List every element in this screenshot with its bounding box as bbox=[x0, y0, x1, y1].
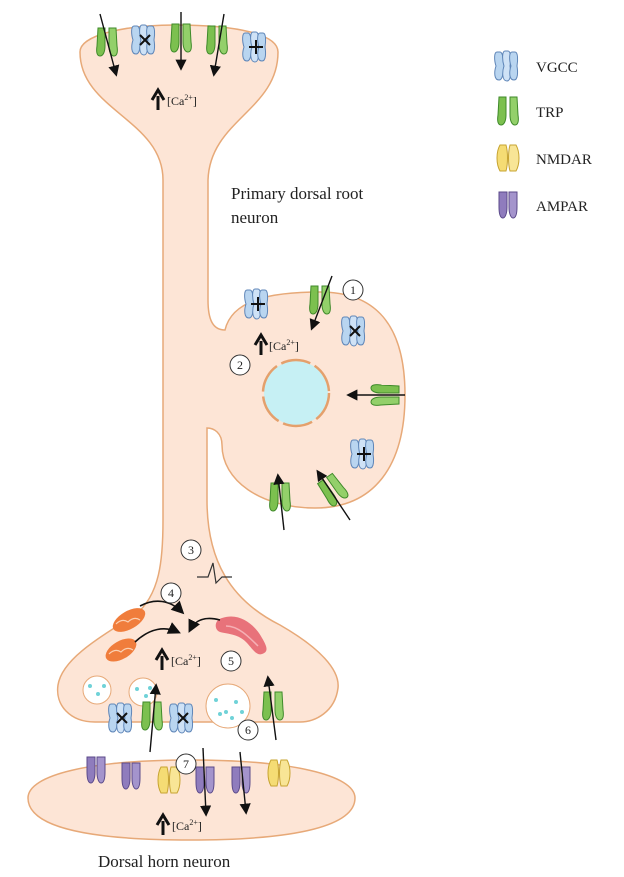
svg-text:[Ca2+]: [Ca2+] bbox=[172, 818, 202, 833]
step-marker-4: 4 bbox=[160, 582, 182, 604]
svg-text:6: 6 bbox=[245, 723, 251, 737]
release-arrows bbox=[134, 600, 221, 643]
svg-text:1: 1 bbox=[350, 283, 356, 297]
step-marker-7: 7 bbox=[175, 753, 197, 775]
action-potential-spike bbox=[197, 562, 232, 585]
svg-text:[Ca2+]: [Ca2+] bbox=[171, 653, 201, 668]
svg-text:7: 7 bbox=[183, 757, 189, 771]
primary-neuron-body bbox=[56, 24, 406, 723]
svg-text:4: 4 bbox=[168, 586, 174, 600]
trp-channel-icon bbox=[497, 96, 519, 126]
primary-neuron-label-line2: neuron bbox=[231, 208, 279, 227]
calcium-rise-dorsal-horn: [Ca2+] bbox=[155, 812, 202, 835]
svg-text:[Ca2+]: [Ca2+] bbox=[167, 93, 197, 108]
legend: VGCC TRP NMDAR AMPAR bbox=[494, 50, 592, 219]
svg-text:3: 3 bbox=[188, 543, 194, 557]
vgcc-channel bbox=[131, 24, 156, 56]
nucleus bbox=[261, 358, 331, 428]
calcium-rise-soma: [Ca2+] bbox=[253, 332, 299, 355]
nmdar-receptor-icon bbox=[496, 144, 520, 172]
step-marker-6: 6 bbox=[237, 719, 259, 741]
legend-label-nmdar: NMDAR bbox=[536, 152, 592, 168]
legend-label-ampar: AMPAR bbox=[536, 199, 588, 215]
vgcc-channel-icon bbox=[494, 50, 519, 82]
calcium-rise-top: [Ca2+] bbox=[150, 87, 197, 110]
block-marks bbox=[251, 297, 371, 461]
ampar-receptor-icon bbox=[498, 191, 518, 219]
step-marker-2: 2 bbox=[229, 354, 251, 376]
influx-arrows bbox=[273, 275, 405, 531]
endoplasmic-reticulum bbox=[215, 616, 267, 655]
step-marker-5: 5 bbox=[220, 650, 242, 672]
vgcc-channel bbox=[341, 315, 366, 347]
step-marker-3: 3 bbox=[180, 539, 202, 561]
primary-neuron-label-line1: Primary dorsal root bbox=[231, 184, 363, 203]
block-marks bbox=[116, 712, 189, 724]
vgcc-channel bbox=[169, 702, 194, 734]
legend-label-vgcc: VGCC bbox=[536, 60, 578, 76]
vgcc-channel bbox=[108, 702, 133, 734]
svg-text:5: 5 bbox=[228, 654, 234, 668]
influx-arrows bbox=[99, 12, 225, 77]
dorsal-horn-neuron-label: Dorsal horn neuron bbox=[98, 852, 231, 871]
step-marker-1: 1 bbox=[342, 279, 364, 301]
mitochondria bbox=[105, 608, 146, 662]
calcium-rise-terminal: [Ca2+] bbox=[154, 647, 201, 670]
influx-arrows bbox=[149, 675, 277, 753]
svg-text:2: 2 bbox=[237, 358, 243, 372]
svg-text:[Ca2+]: [Ca2+] bbox=[269, 338, 299, 353]
legend-label-trp: TRP bbox=[536, 105, 564, 121]
block-marks bbox=[139, 34, 263, 54]
influx-arrows bbox=[200, 747, 251, 817]
